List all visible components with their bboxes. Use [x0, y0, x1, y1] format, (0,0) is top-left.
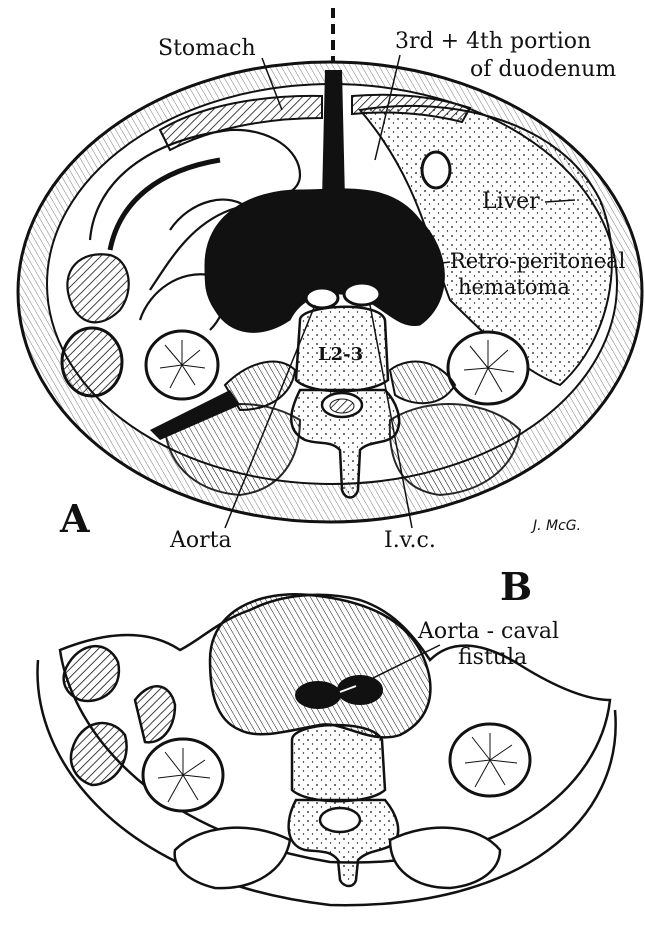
label-hematoma-line2: hematoma	[458, 275, 570, 299]
label-ivc: I.v.c.	[384, 528, 436, 553]
panel-b-letter: B	[500, 564, 532, 609]
label-fistula-line1: Aorta - caval	[417, 619, 559, 644]
spinal-cord	[330, 399, 354, 413]
left-colon	[62, 328, 122, 396]
inferior-vena-cava	[344, 283, 380, 305]
label-aorta-a: Aorta	[169, 528, 232, 553]
panel-a-letter: A	[59, 496, 90, 541]
aorta	[306, 288, 338, 308]
label-hematoma-line1: Retro-peritoneal	[450, 249, 626, 273]
vertebral-body-b	[292, 725, 385, 801]
label-stomach: Stomach	[158, 36, 256, 61]
aorta-b	[296, 682, 340, 708]
label-vertebra: L2-3	[318, 344, 363, 365]
label-duodenum-line2: of duodenum	[470, 57, 616, 82]
duodenum	[422, 152, 450, 188]
artist-signature: J. McG.	[530, 518, 581, 534]
midline-streak	[322, 70, 345, 200]
label-fistula-line2: fistula	[458, 645, 527, 670]
spinal-canal-b	[320, 808, 360, 832]
label-duodenum-line1: 3rd + 4th portion	[395, 29, 591, 54]
label-liver: Liver	[482, 189, 540, 214]
